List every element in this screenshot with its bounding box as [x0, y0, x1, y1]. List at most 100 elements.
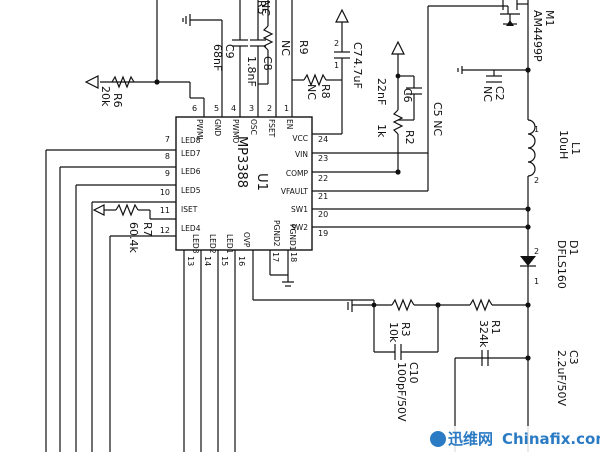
r7-ref: R7: [141, 222, 154, 237]
pin-num-19: 19: [318, 229, 328, 238]
pin-name-sw1: SW1: [291, 205, 308, 214]
c8-value: 1.8nF: [245, 56, 258, 87]
pin-name-led2: LED2: [208, 234, 217, 254]
mosfet-m1: M1 AM4499P: [500, 0, 556, 62]
pin-num-9: 9: [165, 169, 170, 178]
inductor-l1: [527, 119, 536, 177]
r8-network: R8 NC: [292, 73, 342, 100]
l1-ref: L1: [569, 142, 582, 155]
resistor-r6: [111, 75, 135, 89]
c10-ref: C10: [407, 362, 420, 384]
pin-num-2: 2: [267, 104, 272, 113]
pin-num-20: 20: [318, 210, 328, 219]
c10-value: 100pF/50V: [395, 362, 408, 422]
r8-ref: R8: [319, 84, 332, 99]
c2-ref: C2: [493, 86, 506, 101]
l1-pin2: 2: [534, 176, 539, 185]
pin-name-led1: LED1: [225, 234, 234, 254]
pin-num-24: 24: [318, 135, 328, 144]
d1-pin1: 1: [534, 277, 539, 286]
pin-name-pwmi: PWMI: [195, 119, 204, 140]
pin-num-13: 13: [186, 256, 195, 266]
pin-name-led6: LED6: [181, 167, 201, 176]
watermark-cn: 迅维网: [448, 430, 493, 448]
vin-vfault-network: [427, 5, 509, 191]
d1-value: DFLS160: [555, 240, 568, 289]
c5-value: NC: [431, 120, 444, 136]
pin-num-6: 6: [192, 104, 197, 113]
watermark: 迅维网 Chinafix.com: [426, 426, 600, 452]
c6-r2-network: C6 22nF R2 1k C5 NC: [375, 40, 444, 175]
c7-value: 4.7uF: [351, 58, 364, 89]
r5-value: NC: [259, 0, 272, 16]
pin-name-vcc: VCC: [292, 134, 308, 143]
r9-value: NC: [279, 40, 292, 56]
watermark-en: Chinafix.com: [502, 430, 600, 448]
pin-name-vfault: VFAULT: [281, 187, 309, 196]
pin-name-pgnd2: PGND2: [272, 220, 281, 247]
r3-value: 10k: [387, 322, 400, 343]
diode-d1: [520, 256, 536, 266]
c5-label: C5 NC: [431, 102, 444, 136]
vcc-flag-icon: [335, 8, 349, 23]
ovp-feedback: R3 10k C10 100pF/50V R1 324k: [253, 298, 528, 422]
watermark-logo-icon: [430, 431, 446, 447]
power-flag-icon: [84, 75, 99, 89]
r1-ref: R1: [489, 320, 502, 335]
pin-name-iset: ISET: [181, 205, 198, 214]
resistor-r7: [115, 203, 139, 217]
r6-ref: R6: [111, 93, 124, 108]
c9-ref: C9: [223, 44, 236, 59]
pin-name-led7: LED7: [181, 149, 201, 158]
r2-value: 1k: [375, 124, 388, 138]
r9-ref: R9: [297, 40, 310, 55]
pin-name-gnd: GND: [213, 119, 222, 136]
gnd-flag-icon: [391, 40, 405, 55]
pin-name-led4: LED4: [181, 224, 201, 233]
c6-value: 22nF: [375, 78, 388, 105]
pin-name-led8: LED8: [181, 136, 201, 145]
d1-ref: D1: [567, 240, 580, 255]
right-rail: L1 10uH 1 2 D1 DFLS160 2 1: [520, 0, 582, 452]
c7-ref: C7: [351, 42, 364, 57]
pin-num-7: 7: [165, 135, 170, 144]
chip-top-pins: 6 5 4 3 2 1 PWMI GND PWMO OSC FSET EN: [192, 0, 294, 143]
pin-name-comp: COMP: [286, 169, 309, 178]
pin-num-12: 12: [160, 226, 170, 235]
r6-value: 20k: [99, 86, 112, 107]
m1-ref: M1: [543, 10, 556, 27]
pin-num-5: 5: [214, 104, 219, 113]
l1-value: 10uH: [557, 130, 570, 159]
pin-name-en: EN: [285, 119, 294, 129]
pin-num-11: 11: [160, 206, 170, 215]
led-bus-lines: [45, 150, 111, 452]
r2-ref: R2: [403, 130, 416, 145]
pin-num-3: 3: [249, 104, 254, 113]
pin-num-10: 10: [160, 188, 170, 197]
r8-value: NC: [305, 84, 318, 100]
pin-name-osc: OSC: [249, 119, 258, 135]
pin-name-ovp: OVP: [242, 232, 251, 248]
pin-num-16: 16: [237, 256, 246, 266]
pin-name-led5: LED5: [181, 186, 201, 195]
chip-body: [175, 116, 313, 251]
pgnd-ground: [270, 270, 294, 287]
pin-name-pwmo: PWMO: [231, 119, 240, 143]
pin-num-17: 17: [271, 252, 280, 262]
pin-num-1: 1: [284, 104, 289, 113]
chip-right-pins: 24 23 22 21 20 19 VCC VIN COMP VFAULT SW…: [281, 133, 528, 238]
r6-network: R6 20k: [84, 0, 204, 108]
pin-num-8: 8: [165, 152, 170, 161]
c7-pin1: 1: [334, 61, 339, 70]
pin-name-pgnd1: PGND1: [288, 224, 297, 251]
m1-value: AM4499P: [531, 10, 544, 62]
c7-pin2: 2: [334, 39, 339, 48]
pin-name-sw2: SW2: [291, 223, 308, 232]
pin-num-21: 21: [318, 192, 328, 201]
resistor-r8: [303, 73, 327, 87]
c3-value: 2.2uF/50V: [555, 350, 568, 406]
pin-num-18: 18: [289, 252, 298, 262]
pin-num-14: 14: [203, 256, 212, 266]
r3-ref: R3: [399, 322, 412, 337]
